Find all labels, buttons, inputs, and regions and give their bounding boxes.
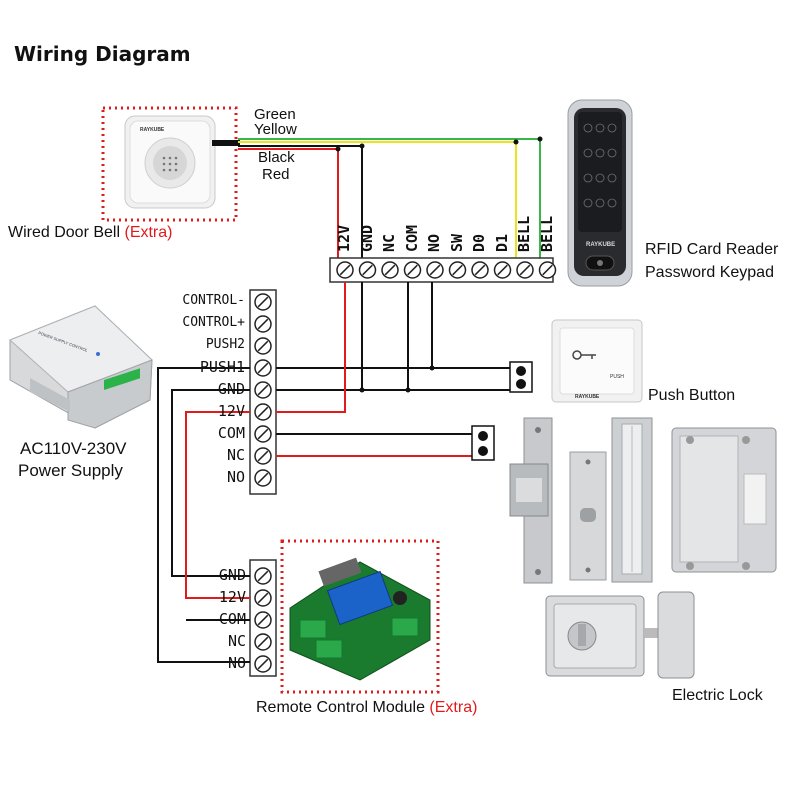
power-supply-terminal-screw-slot bbox=[257, 472, 269, 484]
power-supply-terminal-screw-slot bbox=[257, 406, 269, 418]
remote-module-extra-tag: (Extra) bbox=[429, 699, 478, 716]
keypad-label-line2: Password Keypad bbox=[645, 264, 774, 281]
keypad-label-line1: RFID Card Reader bbox=[645, 241, 779, 258]
keypad-terminal-screw-slot bbox=[384, 264, 396, 276]
keypad-terminal-label: GND bbox=[357, 224, 376, 252]
power-supply-terminal-strip bbox=[249, 289, 277, 495]
keypad-terminal-label: NO bbox=[425, 233, 443, 252]
electric-lock-label: Electric Lock bbox=[672, 687, 763, 704]
remote-terminal-screw-slot bbox=[257, 570, 269, 582]
lock-connector bbox=[471, 425, 495, 461]
kp-brand-text: RAYKUBE bbox=[586, 242, 615, 248]
wire-label-yellow: Yellow bbox=[254, 121, 297, 138]
remote-terminal-label: GND bbox=[218, 566, 246, 584]
remote-terminal-screw-slot bbox=[257, 658, 269, 670]
keypad-terminal-screw-slot bbox=[452, 264, 463, 276]
keypad-key bbox=[595, 198, 605, 208]
doorbell-device: RAYKUBE bbox=[124, 115, 240, 209]
power-supply-terminal-label: NO bbox=[226, 468, 245, 486]
keypad-device: RAYKUBE bbox=[567, 99, 633, 287]
power-supply-terminal-label: COM bbox=[217, 424, 245, 442]
keypad-key bbox=[583, 123, 593, 133]
remote-terminal-label: 12V bbox=[218, 588, 246, 606]
keypad-terminal-block bbox=[329, 257, 557, 283]
remote-module-device bbox=[289, 557, 431, 681]
keypad-terminal-label: D1 bbox=[492, 233, 511, 252]
remote-terminal-label: NO bbox=[227, 654, 246, 672]
keypad-key bbox=[595, 173, 605, 183]
keypad-terminal-screw-slot bbox=[339, 264, 351, 276]
keypad-terminal-label: 12V bbox=[335, 224, 353, 252]
power-supply-terminal-label: CONTROL- bbox=[182, 293, 245, 308]
power-supply-terminal-screw-slot bbox=[257, 384, 269, 396]
keypad-terminal-label: NC bbox=[380, 233, 398, 252]
keypad-terminal-screw-slot bbox=[542, 264, 553, 276]
remote-extra-frame bbox=[280, 539, 440, 694]
remote-terminal-label: NC bbox=[227, 632, 246, 650]
power-supply-device: POWER SUPPLY CONTROL bbox=[9, 305, 153, 429]
wire-label-black: Black bbox=[258, 149, 295, 166]
remote-terminal-screw-slot bbox=[257, 636, 269, 648]
keypad-key bbox=[607, 173, 617, 183]
wire-label-green: Green bbox=[254, 106, 296, 123]
keypad-key bbox=[607, 123, 617, 133]
power-supply-terminal-screw-slot bbox=[257, 450, 269, 462]
keypad-terminal-screw-slot bbox=[429, 264, 441, 276]
keypad-terminal-screw-slot bbox=[362, 264, 373, 276]
keypad-key bbox=[583, 173, 593, 183]
keypad-key bbox=[583, 198, 593, 208]
wire-label-red: Red bbox=[262, 166, 290, 183]
keypad-terminal-screw-slot bbox=[519, 264, 531, 276]
power-supply-label-line1: AC110V-230V bbox=[20, 439, 127, 458]
remote-terminal-screw-slot bbox=[257, 592, 269, 604]
electric-lock-devices bbox=[509, 417, 777, 679]
push-button-device: PUSH RAYKUBE bbox=[551, 319, 643, 403]
doorbell-extra-frame bbox=[101, 106, 238, 222]
power-supply-terminal-screw-slot bbox=[257, 362, 269, 374]
keypad-terminal-label: COM bbox=[402, 224, 421, 252]
keypad-key bbox=[595, 123, 605, 133]
remote-terminal-screw-slot bbox=[257, 614, 269, 626]
doorbell-extra-tag: (Extra) bbox=[124, 224, 173, 241]
power-supply-terminal-screw-slot bbox=[257, 428, 269, 440]
keypad-terminal-label: D0 bbox=[470, 233, 488, 252]
power-supply-label-line2: Power Supply bbox=[18, 461, 123, 480]
keypad-terminal-label: BELL bbox=[515, 215, 533, 252]
keypad-key bbox=[607, 148, 617, 158]
push-button-label: Push Button bbox=[648, 387, 736, 404]
pb-brand-text: RAYKUBE bbox=[575, 394, 600, 400]
power-supply-terminal-screw-slot bbox=[257, 318, 269, 330]
power-supply-terminal-screw-slot bbox=[257, 340, 269, 352]
keypad-terminal-screw-slot bbox=[407, 264, 418, 276]
keypad-key bbox=[583, 148, 593, 158]
keypad-key bbox=[607, 198, 617, 208]
doorbell-label: Wired Door Bell (Extra) bbox=[8, 224, 172, 242]
power-supply-terminal-label: CONTROL+ bbox=[182, 315, 245, 330]
power-supply-terminal-label: PUSH2 bbox=[205, 337, 245, 352]
pb-face-text: PUSH bbox=[610, 374, 624, 380]
power-supply-terminal-screw-slot bbox=[257, 296, 269, 308]
remote-module-label: Remote Control Module (Extra) bbox=[256, 699, 477, 717]
remote-terminal-strip bbox=[249, 559, 277, 677]
doorbell-wires bbox=[238, 136, 543, 258]
keypad-terminal-label: BELL bbox=[537, 215, 556, 252]
keypad-key bbox=[595, 148, 605, 158]
push-button-connector bbox=[509, 361, 533, 393]
power-supply-terminal-label: PUSH1 bbox=[199, 358, 245, 376]
power-supply-terminal-label: GND bbox=[217, 380, 245, 398]
keypad-terminal-screw-slot bbox=[474, 264, 486, 276]
keypad-terminal-label: SW bbox=[447, 233, 466, 252]
page-title: Wiring Diagram bbox=[14, 42, 191, 66]
keypad-terminal-screw-slot bbox=[497, 264, 508, 276]
power-supply-terminal-label: 12V bbox=[217, 402, 245, 420]
doorbell-label-text: Wired Door Bell bbox=[8, 224, 121, 241]
db-brand-text: RAYKUBE bbox=[140, 127, 165, 133]
power-supply-terminal-label: NC bbox=[226, 446, 245, 464]
remote-terminal-label: COM bbox=[218, 610, 246, 628]
remote-module-label-text: Remote Control Module bbox=[256, 699, 425, 716]
